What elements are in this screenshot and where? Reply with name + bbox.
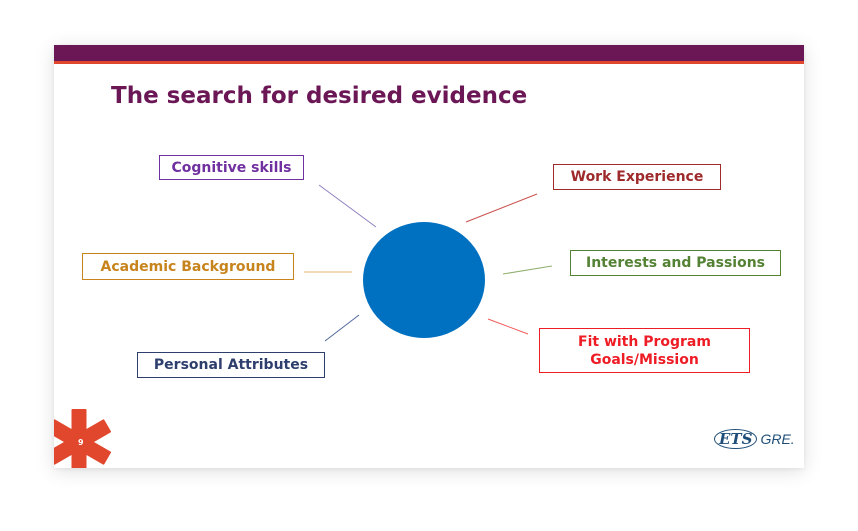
connector-work bbox=[465, 193, 538, 223]
node-personal-attributes: Personal Attributes bbox=[137, 352, 325, 378]
node-cognitive-skills: Cognitive skills bbox=[159, 155, 304, 180]
gre-logo-text: GRE. bbox=[760, 431, 795, 447]
connector-interests bbox=[502, 265, 553, 275]
center-circle bbox=[363, 222, 485, 338]
slide: The search for desired evidence Cognitiv… bbox=[54, 45, 804, 468]
slide-title: The search for desired evidence bbox=[111, 83, 528, 109]
page-number: 9 bbox=[78, 438, 84, 447]
connector-personal bbox=[324, 314, 360, 342]
node-interests-passions: Interests and Passions bbox=[570, 250, 781, 276]
node-work-experience: Work Experience bbox=[553, 164, 721, 190]
node-label-line-2: Goals/Mission bbox=[590, 351, 699, 368]
node-label: Personal Attributes bbox=[153, 357, 309, 373]
ets-logo-text: ETS bbox=[714, 429, 758, 449]
node-label: Academic Background bbox=[100, 258, 276, 275]
node-label: Interests and Passions bbox=[585, 255, 766, 271]
ets-gre-logo: ETS GRE. bbox=[714, 429, 795, 449]
node-fit-program: Fit with Program Goals/Mission bbox=[539, 328, 750, 373]
connector-cognitive bbox=[318, 184, 377, 228]
header-accent-line bbox=[54, 61, 804, 64]
node-label: Cognitive skills bbox=[171, 159, 292, 176]
header-band bbox=[54, 45, 804, 61]
node-label: Work Experience bbox=[570, 169, 704, 185]
connector-fit bbox=[487, 318, 529, 335]
connector-lines bbox=[304, 184, 553, 342]
asterisk-icon bbox=[54, 409, 111, 468]
node-label-line-1: Fit with Program bbox=[578, 333, 711, 350]
node-academic-background: Academic Background bbox=[82, 253, 294, 280]
